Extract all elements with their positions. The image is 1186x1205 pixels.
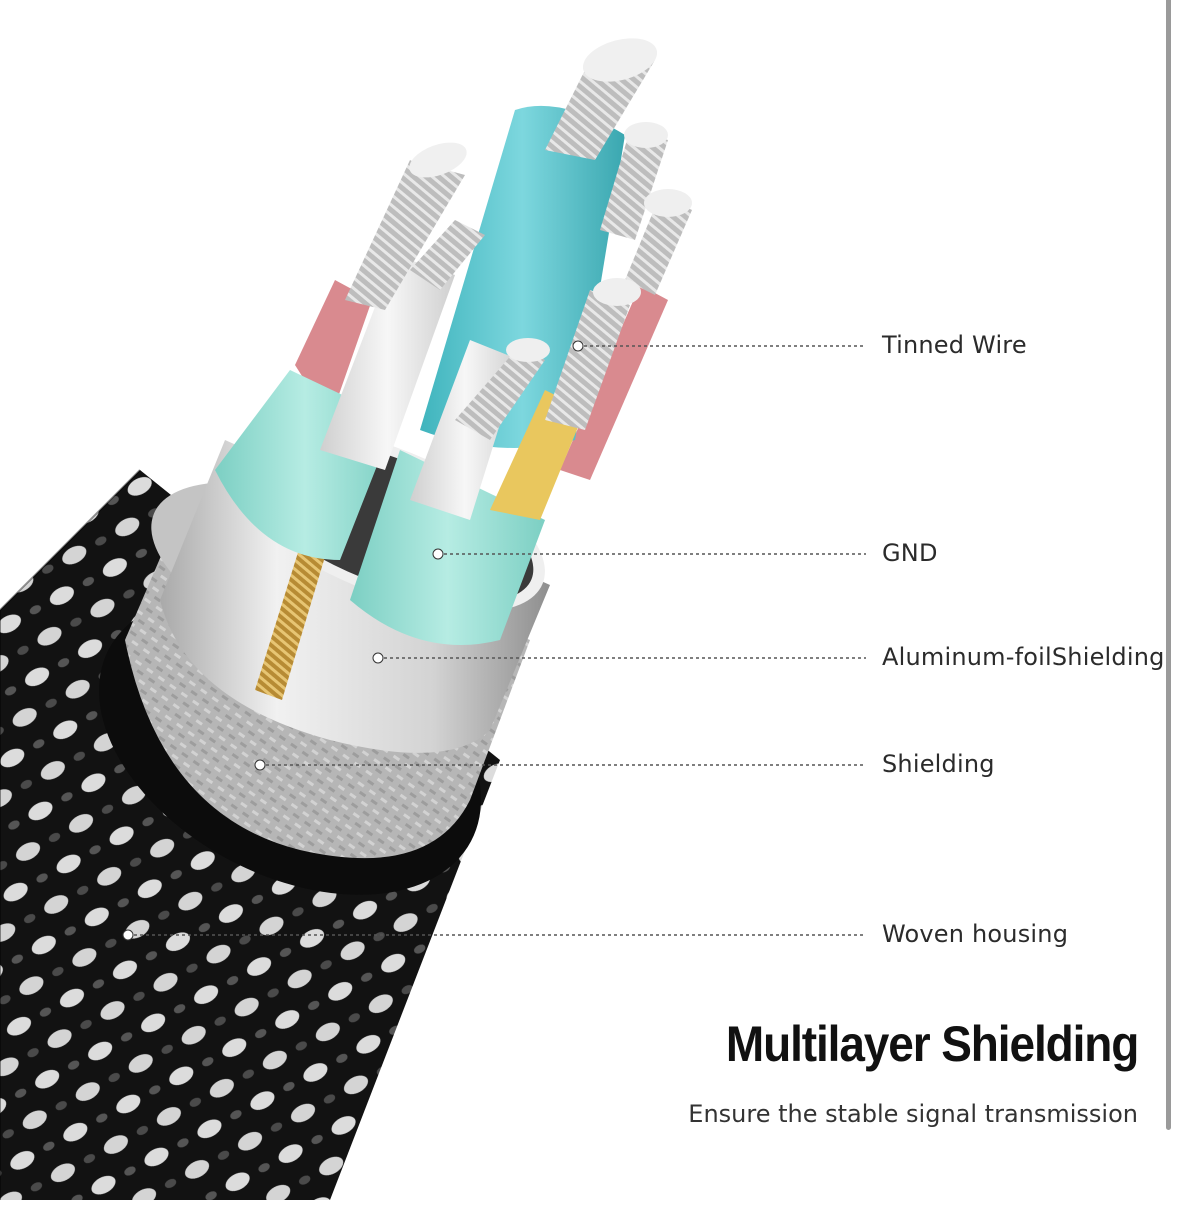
dot-shielding [254, 759, 266, 771]
edge-divider-bar [1166, 0, 1171, 1130]
dot-aluminum-foil [372, 652, 384, 664]
label-tinned-wire: Tinned Wire [882, 331, 1027, 359]
label-shielding: Shielding [882, 750, 995, 778]
tinned-wire-strands [345, 38, 692, 440]
label-aluminum-foil-shielding: Aluminum-foilShielding [882, 643, 1165, 671]
label-woven-housing: Woven housing [882, 920, 1069, 948]
label-gnd: GND [882, 539, 938, 567]
dot-gnd [432, 548, 444, 560]
dot-woven-housing [122, 929, 134, 941]
dot-tinned-wire [572, 340, 584, 352]
heading-title: Multilayer Shielding [725, 1016, 1140, 1072]
heading-subtitle: Ensure the stable signal transmission [688, 1100, 1138, 1128]
